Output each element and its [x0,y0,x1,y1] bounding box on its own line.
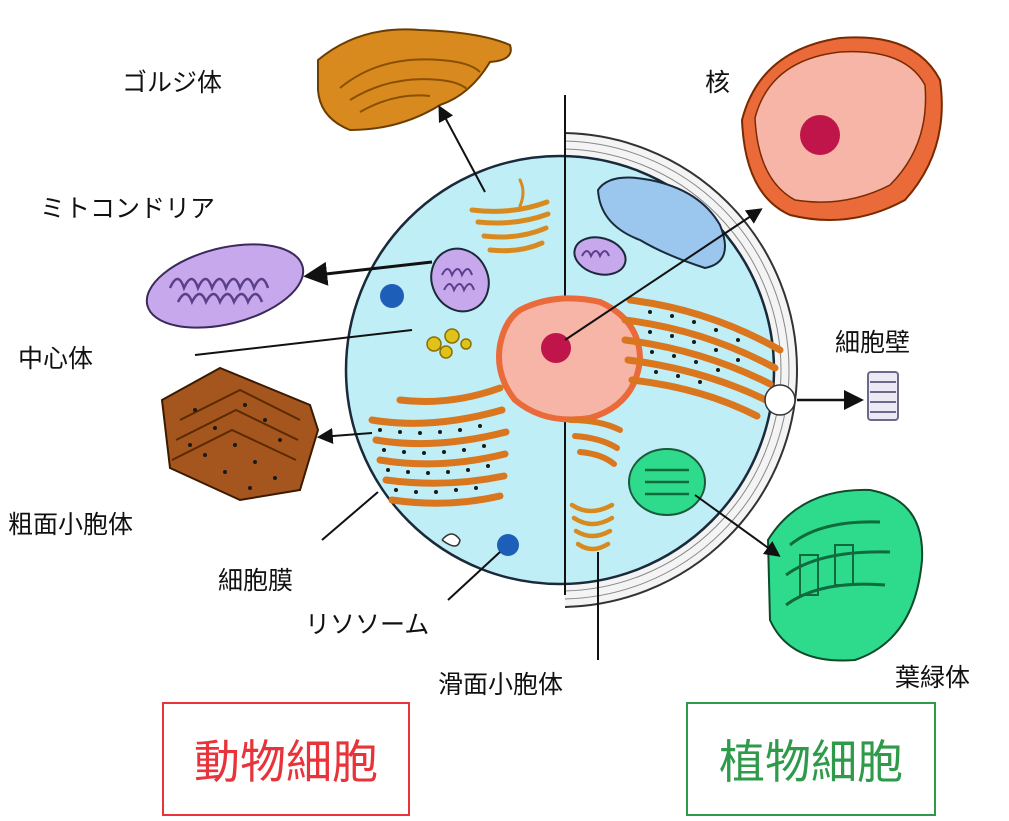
label-golgi: ゴルジ体 [122,70,222,95]
label-rough-er: 粗面小胞体 [8,512,133,537]
plant-cell-box: 植物細胞 [686,702,936,816]
mitochondrion [138,230,312,342]
label-chloroplast: 葉緑体 [895,665,970,690]
golgi-apparatus [318,29,511,130]
cell-chloroplast [629,449,705,515]
lysosome [380,284,404,308]
cell-wall-piece [868,372,898,420]
label-cell-membrane: 細胞膜 [218,568,293,593]
chloroplast [768,490,922,661]
label-cell-wall: 細胞壁 [835,330,910,355]
nucleolus [541,333,571,363]
label-smooth-er: 滑面小胞体 [438,672,563,697]
cell-nucleus [499,298,640,419]
main-cell [323,95,797,607]
label-mitochondria: ミトコンドリア [40,196,215,221]
nucleus [742,37,942,220]
cell-wall-detail-circle [765,385,795,415]
label-centrosome: 中心体 [18,346,93,371]
label-nucleus: 核 [705,70,730,95]
label-lysosome: リソソーム [305,612,429,637]
line-cell-membrane [322,492,378,540]
rough-er [162,368,318,500]
animal-cell-box: 動物細胞 [162,702,410,816]
